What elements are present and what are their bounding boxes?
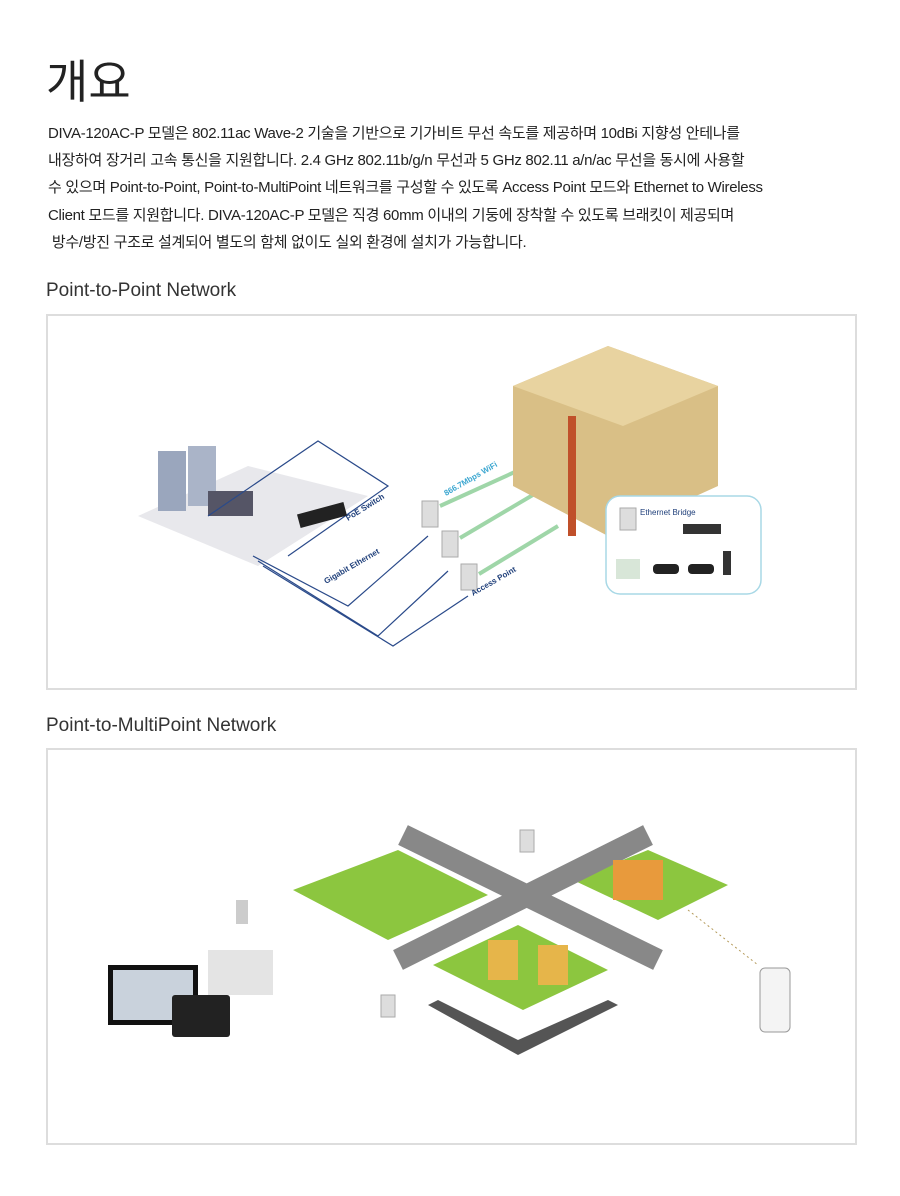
access-point-icon: [519, 829, 535, 853]
smartphone-icon: [759, 967, 791, 1033]
ptmp-illustration: [108, 825, 791, 1055]
nvr-icon: [172, 995, 230, 1037]
section-heading-ptp: Point-to-Point Network: [46, 280, 237, 301]
ptp-diagram: PoE Switch Gigabit Ethernet 866.7Mbps Wi…: [46, 314, 857, 690]
parking-lot: [428, 1000, 618, 1055]
ptp-illustration: PoE Switch Gigabit Ethernet 866.7Mbps Wi…: [138, 346, 762, 647]
section-heading-ptmp: Point-to-MultiPoint Network: [46, 715, 277, 736]
access-point-icon: [460, 563, 478, 591]
building-icon: [208, 950, 273, 995]
description-line: DIVA-120AC-P 모델은 802.11ac Wave-2 기술을 기반으…: [48, 125, 740, 142]
park-block: [293, 850, 488, 940]
office-building: [613, 860, 663, 900]
camera-icon: [653, 564, 679, 574]
residential-block: [433, 925, 608, 1010]
outdoor-ap-icon: [236, 900, 248, 924]
apartment-building: [538, 945, 568, 985]
ethernet-bridge-label: Ethernet Bridge: [640, 508, 696, 517]
server-rack-icon: [158, 451, 186, 511]
gigabit-label: Gigabit Ethernet: [323, 547, 382, 586]
description-line: 수 있으며 Point-to-Point, Point-to-MultiPoin…: [48, 179, 763, 197]
switch-icon: [683, 524, 721, 534]
description-line: 내장하여 장거리 고속 통신을 지원합니다. 2.4 GHz 802.11b/g…: [48, 152, 745, 170]
camera-icon: [688, 564, 714, 574]
access-point-icon: [380, 994, 396, 1018]
page-title: 개요: [46, 56, 131, 108]
barcode-scanner-icon: [723, 551, 731, 575]
plc-icon: [616, 559, 640, 579]
poe-switch-icon: [297, 502, 347, 528]
description-line: Client 모드를 지원합니다. DIVA-120AC-P 모델은 직경 60…: [48, 206, 735, 224]
description-line: 방수/방진 구조로 설계되어 별도의 함체 없이도 실외 환경에 설치가 가능합…: [48, 233, 527, 251]
apartment-building: [488, 940, 518, 980]
access-point-icon: [441, 530, 459, 558]
description: DIVA-120AC-P 모델은 802.11ac Wave-2 기술을 기반으…: [48, 120, 868, 256]
stacker-crane: [568, 416, 576, 536]
ethernet-bridge-callout: [605, 495, 762, 595]
ptmp-diagram: [46, 748, 857, 1145]
desk-icon: [208, 491, 253, 516]
access-point-icon: [421, 500, 439, 528]
